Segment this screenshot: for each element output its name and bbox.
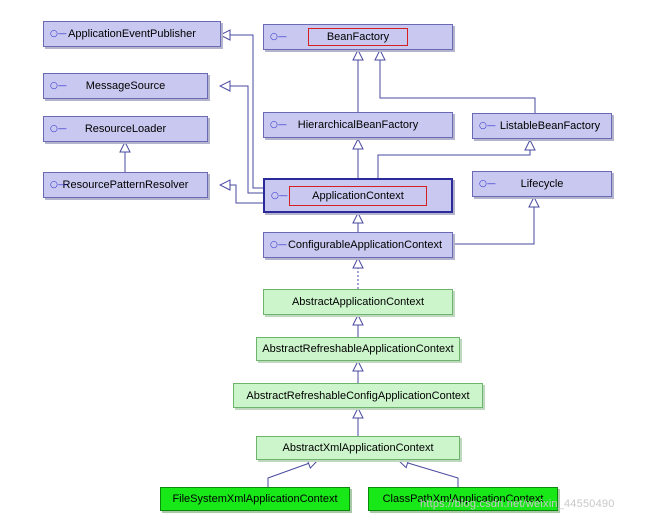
application-event-publisher-label: ApplicationEventPublisher [68, 28, 196, 40]
configurable-application-context-node: ○— ConfigurableApplicationContext [263, 232, 453, 258]
edge-ac-to-event-publisher [220, 35, 263, 189]
interface-icon: ○— [50, 81, 67, 91]
file-system-xml-application-context-node: FileSystemXmlApplicationContext [160, 487, 350, 511]
interface-icon: ○— [270, 32, 287, 42]
configurable-application-context-label: ConfigurableApplicationContext [287, 239, 443, 251]
resource-loader-label: ResourceLoader [84, 123, 167, 135]
bean-factory-label: BeanFactory [307, 28, 409, 46]
interface-icon: ○— [271, 190, 288, 201]
message-source-label: MessageSource [85, 80, 166, 92]
watermark-text: https://blog.csdn.net/weixin_44550490 [420, 498, 615, 510]
edge-fs-to-axac [267, 460, 318, 487]
abstract-application-context-node: AbstractApplicationContext [263, 289, 453, 315]
edge-ac-to-message-source [220, 86, 263, 194]
message-source-node: ○— MessageSource [43, 73, 208, 99]
interface-icon: ○— [479, 179, 496, 189]
application-context-label: ApplicationContext [289, 185, 427, 206]
interface-icon: ○— [50, 29, 67, 39]
interface-icon: ○— [479, 121, 496, 131]
edge-cac-to-lifecycle [452, 197, 534, 245]
application-event-publisher-node: ○— ApplicationEventPublisher [43, 21, 221, 47]
abstract-application-context-label: AbstractApplicationContext [291, 296, 425, 308]
listable-bean-factory-label: ListableBeanFactory [499, 120, 601, 132]
abstract-xml-application-context-node: AbstractXmlApplicationContext [256, 436, 460, 460]
bean-factory-node: ○— BeanFactory [263, 24, 453, 50]
abstract-refreshable-config-application-context-label: AbstractRefreshableConfigApplicationCont… [246, 389, 470, 402]
class-path-xml-application-context-node: ClassPathXmlApplicationContext [368, 487, 558, 511]
edge-ac-to-lbf [377, 140, 530, 178]
lifecycle-label: Lifecycle [520, 178, 564, 190]
listable-bean-factory-node: ○— ListableBeanFactory [472, 113, 612, 139]
hierarchical-bean-factory-label: HierarchicalBeanFactory [297, 119, 419, 131]
lifecycle-node: ○— Lifecycle [472, 171, 612, 197]
edge-ac-to-resource-pattern-resolver [220, 185, 263, 204]
resource-loader-node: ○— ResourceLoader [43, 116, 208, 142]
interface-icon: ○— [270, 240, 287, 250]
hierarchical-bean-factory-node: ○— HierarchicalBeanFactory [263, 112, 453, 138]
resource-pattern-resolver-label: ResourcePatternResolver [62, 179, 189, 191]
interface-icon: ○— [270, 120, 287, 130]
resource-pattern-resolver-node: ○— ResourcePatternResolver [43, 172, 208, 198]
abstract-refreshable-application-context-node: AbstractRefreshableApplicationContext [256, 337, 460, 361]
class-path-xml-application-context-label: ClassPathXmlApplicationContext [382, 493, 544, 505]
edge-cp-to-axac [398, 460, 459, 487]
file-system-xml-application-context-label: FileSystemXmlApplicationContext [172, 493, 338, 505]
abstract-refreshable-config-application-context-node: AbstractRefreshableConfigApplicationCont… [233, 383, 483, 408]
abstract-refreshable-application-context-label: AbstractRefreshableApplicationContext [262, 343, 454, 355]
application-context-node: ○— ApplicationContext [263, 178, 453, 213]
edge-lbf-to-bean-factory [380, 50, 536, 113]
abstract-xml-application-context-label: AbstractXmlApplicationContext [282, 442, 434, 454]
interface-icon: ○— [50, 180, 67, 190]
interface-icon: ○— [50, 124, 67, 134]
